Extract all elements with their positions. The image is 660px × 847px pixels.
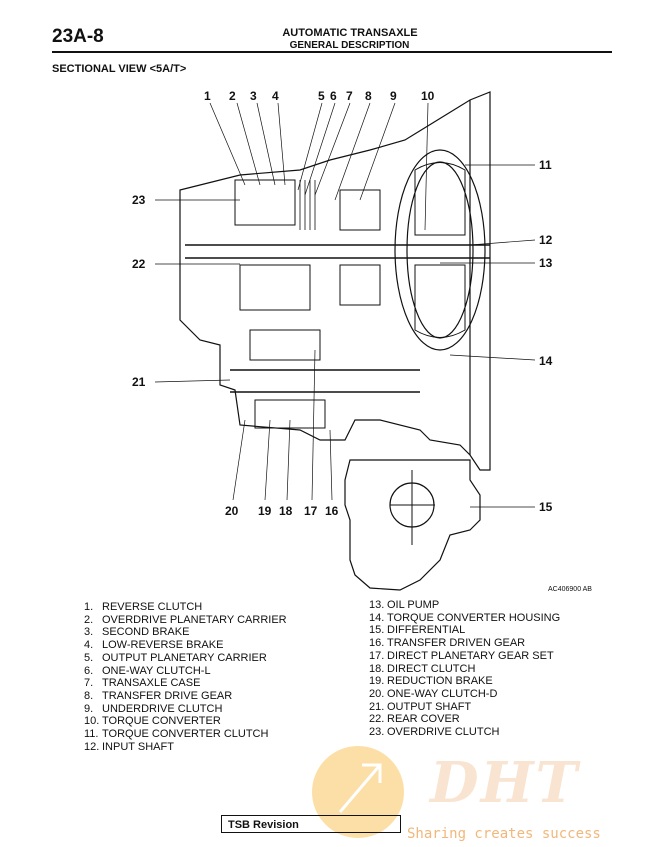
legend-item: 2.OVERDRIVE PLANETARY CARRIER — [84, 613, 287, 626]
callout-3: 3 — [250, 89, 257, 103]
callout-12: 12 — [539, 233, 553, 247]
header-subtitle: GENERAL DESCRIPTION — [289, 40, 410, 51]
callout-7: 7 — [346, 89, 353, 103]
legend-item: 8.TRANSFER DRIVE GEAR — [84, 689, 233, 702]
legend-item: 7.TRANSAXLE CASE — [84, 677, 201, 690]
callout-21: 21 — [132, 375, 146, 389]
callout-14: 14 — [539, 354, 553, 368]
legend-item: 12.INPUT SHAFT — [84, 740, 174, 753]
callout-15: 15 — [539, 500, 553, 514]
callout-4: 4 — [272, 89, 279, 103]
tsb-revision-box: TSB Revision — [221, 815, 401, 833]
legend-item: 15.DIFFERENTIAL — [369, 624, 466, 637]
callout-16: 16 — [325, 504, 339, 518]
callout-2: 2 — [229, 89, 236, 103]
legend-item: 16.TRANSFER DRIVEN GEAR — [369, 637, 526, 650]
legend-item: 1.REVERSE CLUTCH — [84, 601, 203, 613]
legend-item: 9.UNDERDRIVE CLUTCH — [84, 702, 223, 715]
legend-item: 18.DIRECT CLUTCH — [369, 662, 476, 675]
callout-1: 1 — [204, 89, 211, 103]
callout-5: 5 — [318, 89, 325, 103]
callout-13: 13 — [539, 256, 553, 270]
callout-11: 11 — [539, 158, 552, 172]
legend-item: 13.OIL PUMP — [369, 599, 440, 611]
input-shaft — [185, 244, 490, 259]
header-rule — [52, 51, 612, 53]
legend-left: 1.REVERSE CLUTCH 2.OVERDRIVE PLANETARY C… — [84, 601, 287, 753]
legend-item: 4.LOW-REVERSE BRAKE — [84, 639, 224, 652]
torque-converter — [394, 149, 486, 351]
legend-item: 6.ONE-WAY CLUTCH-L — [84, 664, 211, 677]
legend-right: 13.OIL PUMP 14.TORQUE CONVERTER HOUSING … — [369, 599, 560, 739]
callout-19: 19 — [258, 504, 272, 518]
callout-23: 23 — [132, 193, 146, 207]
legend-item: 11.TORQUE CONVERTER CLUTCH — [84, 728, 269, 741]
legend-item: 20.ONE-WAY CLUTCH-D — [369, 687, 498, 700]
callout-18: 18 — [279, 504, 293, 518]
legend-item: 17.DIRECT PLANETARY GEAR SET — [369, 649, 554, 662]
watermark-logo: DHT — [430, 750, 580, 816]
callout-9: 9 — [390, 89, 397, 103]
legend-item: 5.OUTPUT PLANETARY CARRIER — [84, 651, 267, 664]
callout-22: 22 — [132, 257, 146, 271]
legend-item: 3.SECOND BRAKE — [84, 626, 190, 639]
differential-housing — [344, 459, 481, 591]
legend-item: 10.TORQUE CONVERTER — [84, 715, 221, 728]
callout-8: 8 — [365, 89, 372, 103]
watermark-text: Sharing creates success — [407, 826, 601, 842]
legend-item: 22.REAR COVER — [369, 713, 460, 726]
legend-item: 23.OVERDRIVE CLUTCH — [369, 726, 500, 739]
legend-item: 14.TORQUE CONVERTER HOUSING — [369, 611, 561, 624]
legend-item: 19.REDUCTION BRAKE — [369, 675, 493, 688]
page-number: 23A-8 — [52, 26, 104, 47]
case-outline — [179, 91, 491, 471]
figure-reference: AC406900 AB — [548, 586, 592, 593]
callout-20: 20 — [225, 504, 239, 518]
legend-item: 21.OUTPUT SHAFT — [369, 700, 472, 713]
callout-10: 10 — [421, 89, 435, 103]
section-title: SECTIONAL VIEW <5A/T> — [52, 63, 187, 75]
callout-6: 6 — [330, 89, 337, 103]
callout-17: 17 — [304, 504, 318, 518]
output-shaft — [230, 369, 420, 393]
header-title: AUTOMATIC TRANSAXLE — [282, 27, 418, 39]
